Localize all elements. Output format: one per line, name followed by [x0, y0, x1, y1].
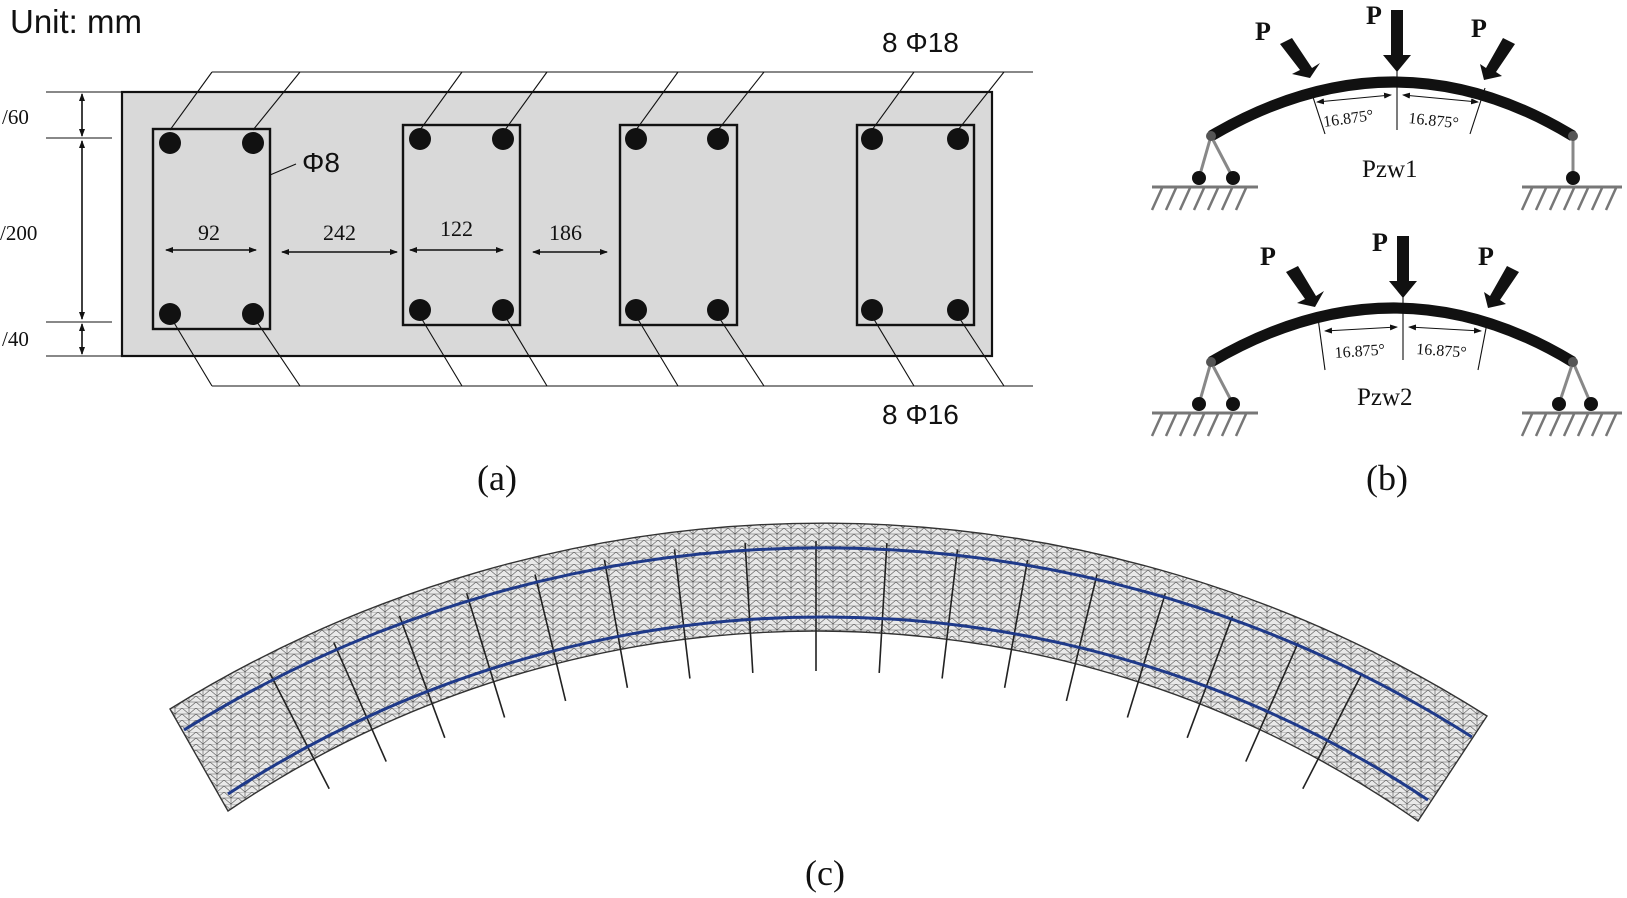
right-support	[1520, 357, 1622, 437]
span-label-3: 122	[440, 216, 473, 241]
mesh-stirrup-line	[941, 549, 959, 679]
rebar	[625, 128, 647, 150]
angle-label: 16.875°	[1322, 107, 1374, 131]
rebar	[492, 128, 514, 150]
right-support	[1520, 131, 1622, 211]
stirrups	[151, 123, 976, 331]
load-label: P	[1471, 14, 1487, 43]
panel-a-section-drawing: Unit: mm	[0, 3, 1033, 498]
mesh-stirrup-line	[1302, 672, 1363, 790]
dim-mid-label: /200	[0, 221, 37, 245]
vertical-dimensions	[46, 91, 122, 357]
dim-bottom-label: /40	[2, 327, 29, 351]
span-label-2: 242	[323, 220, 356, 245]
mesh-stirrup-line	[398, 615, 446, 739]
angle-label: 16.875°	[1408, 110, 1460, 132]
load-arrow	[1480, 38, 1515, 80]
mesh-stirrup-line	[673, 549, 691, 679]
rebar	[159, 132, 181, 154]
load-arrow	[1389, 236, 1417, 298]
bottom-rebar-label: 8 Φ16	[882, 399, 959, 430]
mesh-stirrup-line	[1126, 592, 1167, 718]
rebar	[492, 299, 514, 321]
mesh-stirrup-line	[333, 642, 387, 762]
caption-c: (c)	[805, 853, 845, 893]
mesh-stirrup-line	[744, 543, 754, 673]
stirrup-3	[618, 123, 739, 327]
load-arrow	[1286, 266, 1324, 307]
caption-a: (a)	[477, 458, 517, 498]
load-label: P	[1478, 242, 1494, 271]
mesh-stirrup-line	[878, 543, 888, 673]
load-label: P	[1255, 17, 1271, 46]
load-label: P	[1372, 228, 1388, 257]
rebar	[861, 299, 883, 321]
unit-label: Unit: mm	[10, 3, 142, 40]
case-label-2: Pzw2	[1357, 384, 1413, 411]
stirrup-1	[151, 127, 272, 331]
mesh-stirrup-line	[603, 559, 629, 688]
load-arrow	[1484, 266, 1519, 308]
rebar	[707, 128, 729, 150]
load-arrow	[1280, 38, 1320, 78]
stirrup-leader	[269, 163, 297, 176]
top-rebar-label: 8 Φ18	[882, 27, 959, 58]
mesh-stirrup-lines	[269, 541, 1363, 790]
rebar	[625, 299, 647, 321]
arch-2	[1208, 302, 1576, 367]
stirrup-4	[855, 123, 976, 327]
panel-c-fe-mesh: (c)	[169, 522, 1488, 893]
load-case-2: 16.875° 16.875° P P P	[1150, 228, 1622, 437]
rebar	[242, 132, 264, 154]
top-rebar-lines	[169, 71, 1033, 131]
left-support	[1150, 357, 1258, 437]
rebar	[409, 128, 431, 150]
mesh-stirrup-line	[465, 592, 506, 718]
rebar-dots	[159, 128, 969, 325]
span-dimensions	[165, 247, 608, 255]
mesh-bottom-rebar	[227, 615, 1429, 802]
load-label: P	[1260, 242, 1276, 271]
left-support	[1150, 131, 1258, 211]
load-label: P	[1366, 1, 1382, 30]
stirrup-label: Φ8	[302, 147, 340, 178]
mesh-stirrup-line	[1065, 574, 1098, 702]
mesh-stirrup-line	[1003, 559, 1029, 688]
rebar	[947, 128, 969, 150]
rebar	[242, 303, 264, 325]
mesh-stirrup-line	[269, 672, 330, 790]
rebar	[409, 299, 431, 321]
mesh-stirrup-line	[1245, 642, 1299, 762]
dim-top-label: /60	[2, 105, 29, 129]
panel-b-load-cases: 16.875° 16.875° P P P	[1150, 1, 1622, 498]
bottom-rebar-lines	[169, 315, 1033, 387]
angle-label: 16.875°	[1416, 341, 1467, 361]
span-label-1: 92	[198, 220, 220, 245]
load-arrow	[1383, 10, 1411, 72]
mesh-stirrup-line	[1186, 615, 1234, 739]
caption-b: (b)	[1366, 458, 1408, 498]
span-label-4: 186	[549, 220, 582, 245]
rebar	[159, 303, 181, 325]
mesh-top-rebar	[183, 546, 1473, 739]
rebar	[861, 128, 883, 150]
rebar	[707, 299, 729, 321]
stirrup-2	[401, 123, 522, 327]
angle-label: 16.875°	[1334, 342, 1385, 362]
load-case-1: 16.875° 16.875° P P P	[1150, 1, 1622, 211]
mesh-stirrup-line	[534, 574, 567, 702]
concrete-section	[120, 90, 994, 358]
case-label-1: Pzw1	[1362, 156, 1418, 183]
rebar	[947, 299, 969, 321]
arch-1	[1208, 76, 1576, 141]
mesh-arch	[169, 522, 1488, 822]
